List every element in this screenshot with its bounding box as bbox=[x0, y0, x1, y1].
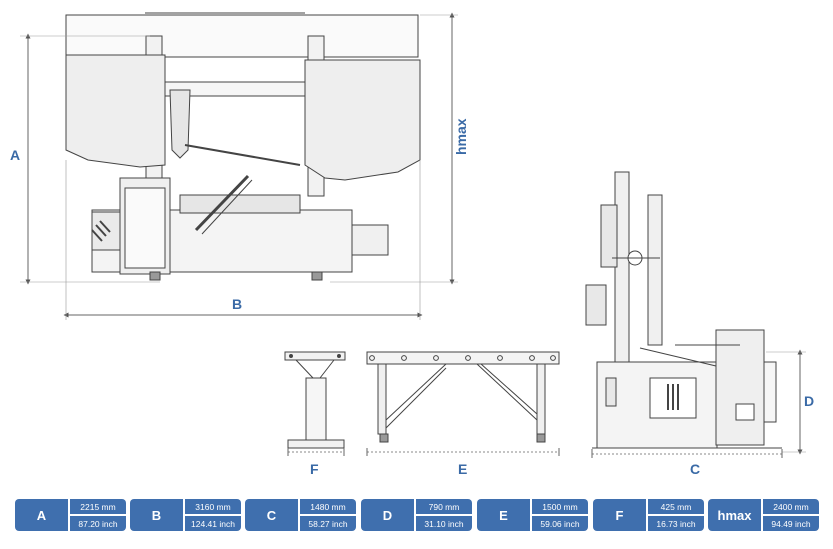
spec-b-key: B bbox=[130, 499, 183, 531]
spec-d: D 790 mm 31.10 inch bbox=[361, 499, 472, 531]
spec-c-inch: 58.27 inch bbox=[300, 514, 356, 531]
dimension-d bbox=[766, 349, 806, 455]
spec-hmax-key: hmax bbox=[708, 499, 761, 531]
spec-d-mm: 790 mm bbox=[428, 501, 460, 512]
dimension-e bbox=[366, 448, 560, 456]
label-hmax: hmax bbox=[453, 118, 469, 155]
spec-hmax-inch: 94.49 inch bbox=[763, 514, 819, 531]
spec-c-mm: 1480 mm bbox=[310, 501, 346, 512]
spec-f-mm: 425 mm bbox=[660, 501, 692, 512]
dimension-a bbox=[20, 33, 160, 285]
spec-b-inch: 124.41 inch bbox=[185, 514, 241, 531]
spec-f: F 425 mm 16.73 inch bbox=[593, 499, 704, 531]
spec-d-key: D bbox=[361, 499, 414, 531]
spec-b: B 3160 mm 124.41 inch bbox=[130, 499, 241, 531]
label-d: D bbox=[804, 393, 814, 409]
dimension-hmax bbox=[330, 12, 458, 285]
dimension-b bbox=[63, 160, 423, 320]
spec-a-key: A bbox=[15, 499, 68, 531]
label-e: E bbox=[458, 461, 467, 477]
label-b: B bbox=[232, 296, 242, 312]
roller-table-side-view bbox=[284, 351, 346, 449]
spec-d-inch: 31.10 inch bbox=[416, 514, 472, 531]
spec-hmax: hmax 2400 mm 94.49 inch bbox=[708, 499, 819, 531]
dimension-c bbox=[591, 449, 783, 458]
spec-b-mm: 3160 mm bbox=[195, 501, 231, 512]
label-f: F bbox=[310, 461, 319, 477]
spec-e-key: E bbox=[477, 499, 530, 531]
spec-a-mm: 2215 mm bbox=[80, 501, 116, 512]
spec-f-key: F bbox=[593, 499, 646, 531]
spec-f-inch: 16.73 inch bbox=[648, 514, 704, 531]
label-c: C bbox=[690, 461, 700, 477]
spec-e-mm: 1500 mm bbox=[542, 501, 578, 512]
spec-a: A 2215 mm 87.20 inch bbox=[15, 499, 126, 531]
spec-hmax-mm: 2400 mm bbox=[773, 501, 809, 512]
front-view bbox=[65, 12, 421, 281]
roller-table-front-view bbox=[366, 351, 560, 443]
spec-c-key: C bbox=[245, 499, 298, 531]
spec-e-inch: 59.06 inch bbox=[532, 514, 588, 531]
spec-c: C 1480 mm 58.27 inch bbox=[245, 499, 356, 531]
label-a: A bbox=[10, 147, 20, 163]
dimension-f bbox=[287, 448, 345, 456]
spec-a-inch: 87.20 inch bbox=[70, 514, 126, 531]
spec-e: E 1500 mm 59.06 inch bbox=[477, 499, 588, 531]
machine-side-view bbox=[585, 171, 782, 449]
